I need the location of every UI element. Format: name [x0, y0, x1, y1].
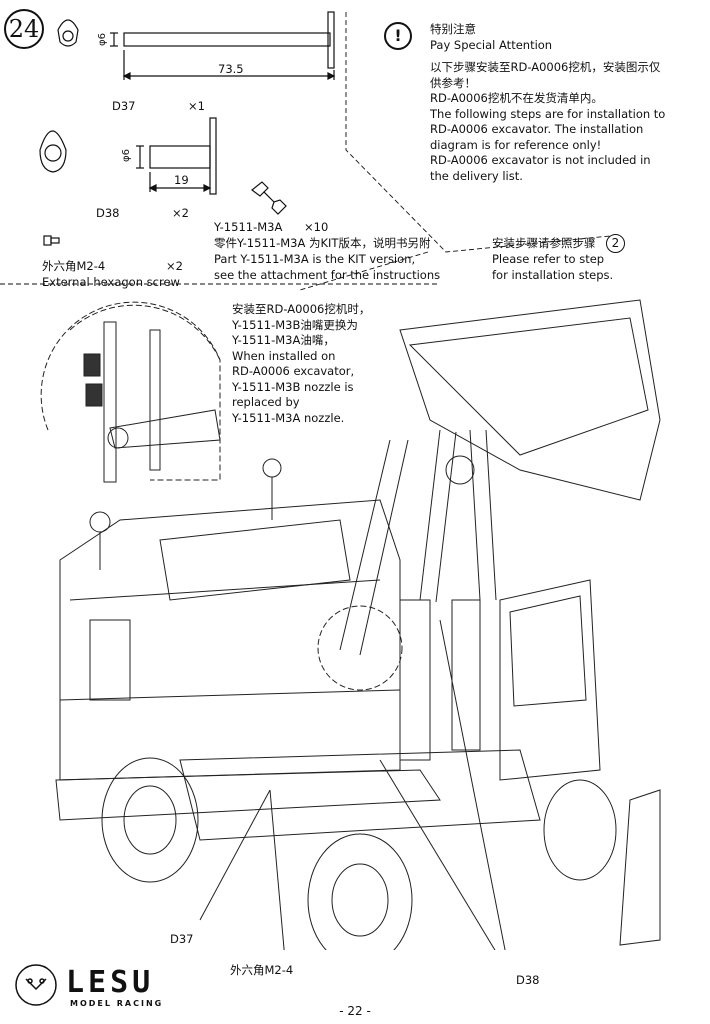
brand-sub: MODEL RACING — [70, 999, 164, 1008]
screw-name-en: External hexagon screw — [42, 275, 180, 289]
d37-code: D37 — [112, 99, 136, 113]
attention-line: RD-A0006挖机不在发货清单内。 — [430, 91, 603, 105]
d37-qty: ×1 — [188, 99, 205, 113]
attention-icon: ! — [384, 22, 412, 50]
nozzle-note-en2: see the attachment for the instructions — [214, 268, 441, 282]
screw-qty: ×2 — [166, 259, 183, 273]
nozzle-code: Y-1511-M3A — [214, 220, 283, 234]
refer-en2: for installation steps. — [492, 268, 614, 282]
brand-logo-text: LESU — [66, 965, 155, 1000]
attention-line: The following steps are for installation… — [430, 106, 666, 121]
callout-screw: 外六角M2-4 — [230, 963, 294, 977]
nozzle-note-cn: 零件Y-1511-M3A 为KIT版本，说明书另附 — [214, 236, 431, 250]
install-line: Y-1511-M3B油嘴更换为 — [232, 317, 358, 332]
refer-step-circle: 2 — [606, 234, 625, 253]
d38-washer-icon — [39, 130, 67, 173]
install-line: RD-A0006 excavator, — [232, 364, 355, 378]
install-line: Y-1511-M3B nozzle is — [232, 379, 354, 394]
attention-title-en: Pay Special Attention — [430, 38, 553, 52]
hex-screw-icon — [43, 235, 60, 246]
attention-line: diagram is for reference only! — [430, 137, 602, 152]
nozzle-note-en1: Part Y-1511-M3A is the KIT version, — [214, 252, 416, 266]
d37-length: 73.5 — [218, 62, 244, 76]
install-line: Y-1511-M3A nozzle. — [232, 410, 345, 425]
attention-line: RD-A0006 excavator. The installation — [430, 122, 644, 136]
lion-logo-icon — [15, 964, 57, 1006]
attention-line: RD-A0006 excavator is not included in — [430, 153, 651, 167]
install-line: replaced by — [232, 395, 300, 409]
install-line: When installed on — [232, 348, 336, 363]
detail-magnifier — [40, 301, 221, 483]
callout-d37: D37 — [170, 932, 194, 946]
install-line: Y-1511-M3A油嘴， — [232, 333, 335, 347]
attention-line: the delivery list. — [430, 168, 523, 183]
install-note: 安装至RD-A0006挖机时， Y-1511-M3B油嘴更换为 Y-1511-M… — [232, 302, 370, 426]
d38-diameter: φ6 — [120, 149, 132, 162]
d38-length: 19 — [174, 173, 189, 187]
refer-en1: Please refer to step — [492, 252, 605, 266]
d38-code: D38 — [96, 206, 120, 220]
step-number: 24 — [4, 9, 44, 49]
screw-name-cn: 外六角M2-4 — [42, 259, 106, 273]
excavator-drawing — [40, 299, 661, 950]
d37-diameter: φ6 — [96, 33, 108, 46]
attention-title-cn: 特别注意 — [430, 22, 476, 36]
d38-pin-icon — [136, 117, 217, 195]
install-line: 安装至RD-A0006挖机时， — [232, 302, 371, 316]
d38-qty: ×2 — [172, 206, 189, 220]
nozzle-icon — [251, 181, 287, 215]
callout-d38: D38 — [516, 973, 540, 987]
attention-line: 以下步骤安装至RD-A0006挖机，安装图示仅 — [430, 60, 661, 74]
page-number: - 22 - — [339, 1004, 371, 1018]
refer-cn: 安装步骤请参照步骤 — [492, 236, 596, 250]
d37-washer-icon — [57, 19, 79, 47]
d37-pin-icon — [110, 11, 336, 80]
nozzle-qty: ×10 — [304, 220, 329, 234]
parts-drawing — [0, 11, 611, 291]
attention-line: 供参考！ — [430, 75, 476, 90]
attention-body: 以下步骤安装至RD-A0006挖机，安装图示仅 供参考！ RD-A0006挖机不… — [430, 60, 665, 184]
lesu-logo: LESU MODEL RACING — [12, 955, 212, 1019]
